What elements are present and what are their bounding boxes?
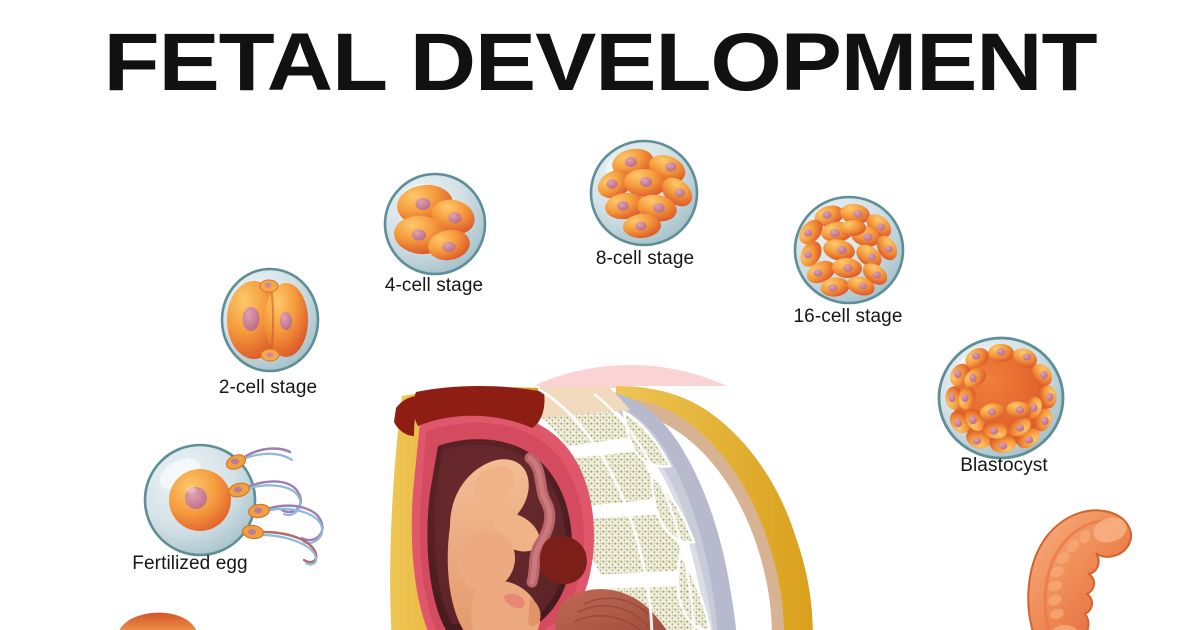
pregnant-abdomen-cross-section-illustration (380, 350, 880, 630)
cropped-cell-bottom-left-figure (112, 610, 212, 630)
page-title: FETAL DEVELOPMENT (103, 17, 1098, 108)
sperm-cell (241, 524, 318, 566)
two-cell-stage-figure (216, 266, 324, 374)
label-16-cell-stage: 16-cell stage (793, 306, 903, 327)
four-cell-stage-figure (379, 169, 491, 279)
label-fertilized-egg: Fertilized egg (132, 553, 248, 574)
eight-cell-stage-figure (585, 136, 705, 250)
sixteen-cell-stage-figure (789, 192, 911, 310)
label-4-cell-stage: 4-cell stage (384, 275, 484, 296)
label-blastocyst: Blastocyst (960, 455, 1048, 476)
sperm-cell (225, 447, 294, 470)
sperm-cell (228, 480, 302, 517)
blastocyst-figure (933, 334, 1073, 466)
label-8-cell-stage: 8-cell stage (595, 248, 695, 269)
label-2-cell-stage: 2-cell stage (218, 377, 318, 398)
early-embryo-figure (1005, 498, 1155, 630)
sperm-cell (247, 503, 324, 545)
fertilized-egg-figure (138, 438, 338, 566)
